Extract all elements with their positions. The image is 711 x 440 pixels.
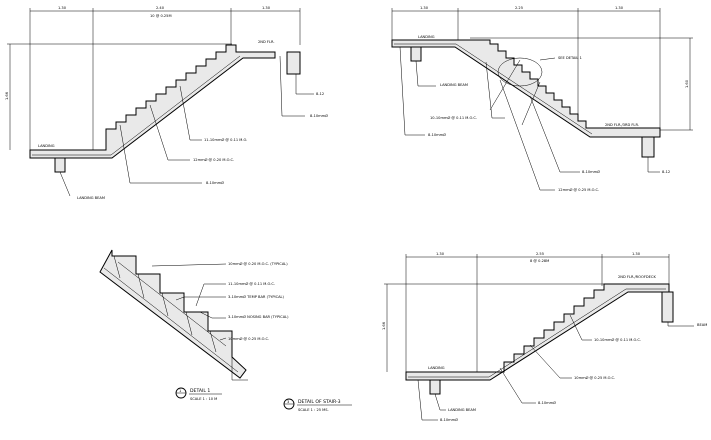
floor-beam: [661, 291, 674, 323]
detail-title: DETAIL 1: [190, 388, 210, 394]
callout: 8-10mmØ: [206, 180, 224, 185]
leader-line: [417, 379, 438, 421]
leader-line: [647, 157, 660, 173]
detail-marker-number: 1: [179, 389, 181, 393]
callout: 10mmØ @ 0.25 M.O.C.: [574, 375, 615, 380]
detail-scale: SCALE 1 : 10 M: [190, 397, 217, 401]
leader-line: [539, 57, 556, 61]
break-line: [231, 357, 248, 381]
leader-line: [529, 95, 580, 173]
dimension-label: 1.30: [615, 6, 624, 10]
leader-line: [59, 171, 71, 197]
dimension-sublabel: 10 @ 0.25M: [150, 14, 172, 18]
callout: 12mmØ @ 0.25 M.O.C.: [558, 187, 599, 192]
dimension-label: 1.66: [5, 91, 9, 100]
callout: 8-10mmØ: [428, 132, 446, 137]
leader-line: [521, 81, 541, 126]
leader-line: [415, 60, 436, 87]
detail-marker-number: 3: [287, 400, 289, 404]
leader-line: [149, 104, 190, 161]
leader-line: [434, 393, 446, 411]
leader-line: [119, 124, 202, 184]
leader-line: [399, 46, 425, 136]
callout: 10-10mmØ @ 0.11 M.O.C.: [430, 115, 477, 120]
landing-label: LANDING: [418, 35, 435, 39]
nosing-bar: [113, 255, 217, 353]
beam-label: LANDING BEAM: [77, 196, 105, 200]
floor-label: 2ND FLR.: [258, 40, 274, 44]
callout: 8-12: [316, 92, 324, 96]
leader-line: [179, 85, 202, 141]
rebar-line: [32, 55, 241, 156]
callout: 3-10mmØ NOSING BAR (TYPICAL): [228, 314, 289, 319]
rebar-line: [394, 43, 593, 135]
leader-line: [489, 59, 521, 111]
callout: 8-12: [662, 170, 670, 174]
leader-line: [499, 367, 536, 404]
leader-line: [279, 55, 305, 117]
floor-label: 2ND FLR./ROOFDECK: [618, 275, 656, 279]
beam-label: LANDING BEAM: [440, 83, 468, 87]
detail-1: 10mmØ @ 0.20 M.O.C. (TYPICAL) 11-10mmØ @…: [99, 249, 289, 401]
floor-beam: [286, 51, 301, 75]
dimension-label: 1.66: [382, 321, 386, 330]
stair-slab-detail: [99, 249, 247, 379]
stair-section-2: 1.30 2.25 1.30 1.60 LANDING LANDING BEAM…: [391, 6, 693, 192]
callout: 8-10mmØ: [440, 417, 458, 422]
leader-line: [499, 79, 555, 191]
dimension-label: 1.30: [420, 6, 429, 10]
beam-label-right: BEAM: [697, 323, 707, 327]
dimension-label: 1.30: [436, 252, 445, 256]
dimension-label: 1.30: [632, 252, 641, 256]
callout: 8-10mmØ: [310, 113, 328, 118]
callout: 11-10mmØ @ 0.11 M.O.: [204, 137, 247, 142]
leader-line: [295, 74, 314, 95]
leader-line: [485, 61, 505, 119]
leader-line: [529, 344, 572, 379]
stair-section-3: 1.30 2.55 1.30 8 @ 0.28M 1.66 LANDING LA…: [283, 252, 707, 422]
leader-line: [569, 314, 592, 341]
detail-scale: SCALE 1 : 25 MS.: [298, 408, 329, 412]
rebar-line: [103, 267, 239, 373]
landing-beam: [410, 46, 422, 62]
leader-line: [175, 296, 226, 301]
leader-line: [195, 283, 226, 307]
stair-slab: [405, 283, 670, 381]
dimension-label: 1.60: [685, 79, 689, 88]
landing-beam: [54, 157, 66, 173]
callout: SEE DETAIL 1: [558, 56, 582, 60]
leader-line: [151, 263, 227, 267]
floor-label: 2ND FLR./3RD FLR.: [605, 123, 639, 127]
dimension-sublabel: 8 @ 0.28M: [530, 259, 549, 263]
leader-line: [199, 311, 226, 319]
callout: 3-10mmØ TEMP BAR (TYPICAL): [228, 294, 285, 299]
stair-section-1: 1.30 2.40 1.30 10 @ 0.25M 1.66 LANDING L…: [5, 6, 328, 200]
dimension-label: 2.40: [156, 6, 165, 10]
dimension-label: 1.30: [58, 6, 67, 10]
detail-callout-circle: [497, 57, 543, 87]
landing-beam: [429, 379, 441, 395]
landing-label: LANDING: [38, 144, 55, 148]
stair-slab: [391, 39, 661, 138]
leader-line: [219, 337, 227, 341]
callout: 10-10mmØ @ 0.11 M.O.C.: [594, 337, 641, 342]
landing-label: LANDING: [428, 366, 445, 370]
rebar-line: [117, 261, 227, 347]
stair-slab: [29, 44, 276, 159]
detail-title: DETAIL OF STAIR-3: [298, 399, 341, 405]
callout: 11-10mmØ @ 0.11 M.O.C.: [228, 281, 275, 286]
floor-beam: [641, 136, 655, 158]
dimension-label: 1.30: [262, 6, 271, 10]
callout: 8-10mmØ: [538, 400, 556, 405]
rebar-line: [408, 288, 666, 378]
beam-label: LANDING BEAM: [448, 408, 476, 412]
callout: 8-10mmØ: [582, 169, 600, 174]
callout: 12mmØ @ 0.20 M.O.C.: [193, 157, 234, 162]
callout: 10mmØ @ 0.25 M.O.C.: [228, 336, 269, 341]
leader-line: [667, 322, 694, 327]
dimension-label: 2.55: [536, 252, 544, 256]
dimension-label: 2.25: [515, 6, 523, 10]
callout: 10mmØ @ 0.20 M.O.C. (TYPICAL): [228, 261, 288, 266]
